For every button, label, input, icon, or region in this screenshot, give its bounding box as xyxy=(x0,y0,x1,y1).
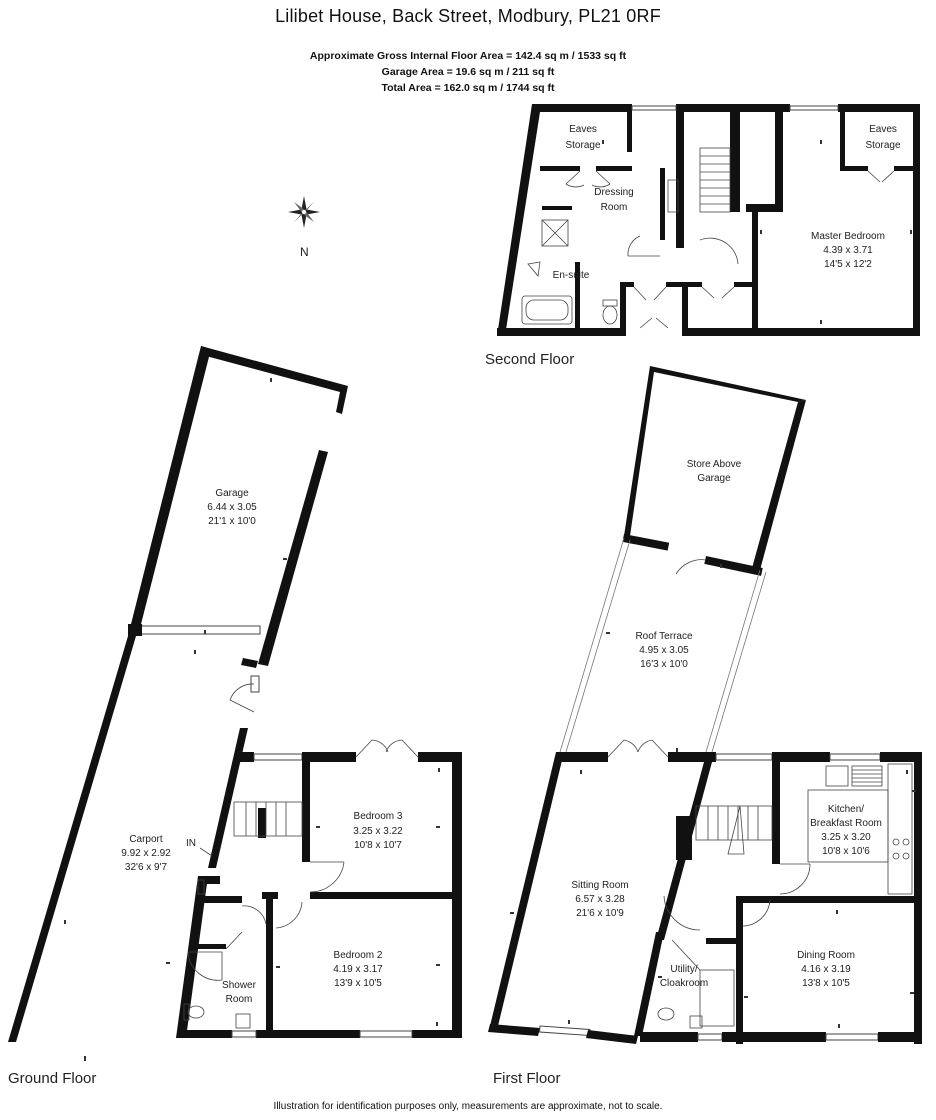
disclaimer: Illustration for identification purposes… xyxy=(273,1101,663,1112)
ground-floor-plan xyxy=(8,346,462,1061)
utility-cloakroom-label: Utility/Cloakroom xyxy=(660,964,708,989)
garage-area-line: Garage Area = 19.6 sq m / 211 sq ft xyxy=(381,66,555,78)
second-floor-label: Second Floor xyxy=(485,351,574,368)
gross-area-line: Approximate Gross Internal Floor Area = … xyxy=(309,50,627,62)
second-floor-plan xyxy=(497,104,920,336)
first-floor-plan xyxy=(488,366,922,1044)
first-floor-label: First Floor xyxy=(493,1070,561,1087)
en-suite-label: En-suite xyxy=(553,270,590,281)
page-title: Lilibet House, Back Street, Modbury, PL2… xyxy=(275,6,661,26)
entrance-label: IN xyxy=(186,838,196,849)
total-area-line: Total Area = 162.0 sq m / 1744 sq ft xyxy=(381,82,555,94)
area-summary: Approximate Gross Internal Floor Area = … xyxy=(0,48,936,96)
ground-floor-label: Ground Floor xyxy=(8,1070,96,1087)
north-label: N xyxy=(300,245,309,259)
compass-icon xyxy=(288,196,320,228)
